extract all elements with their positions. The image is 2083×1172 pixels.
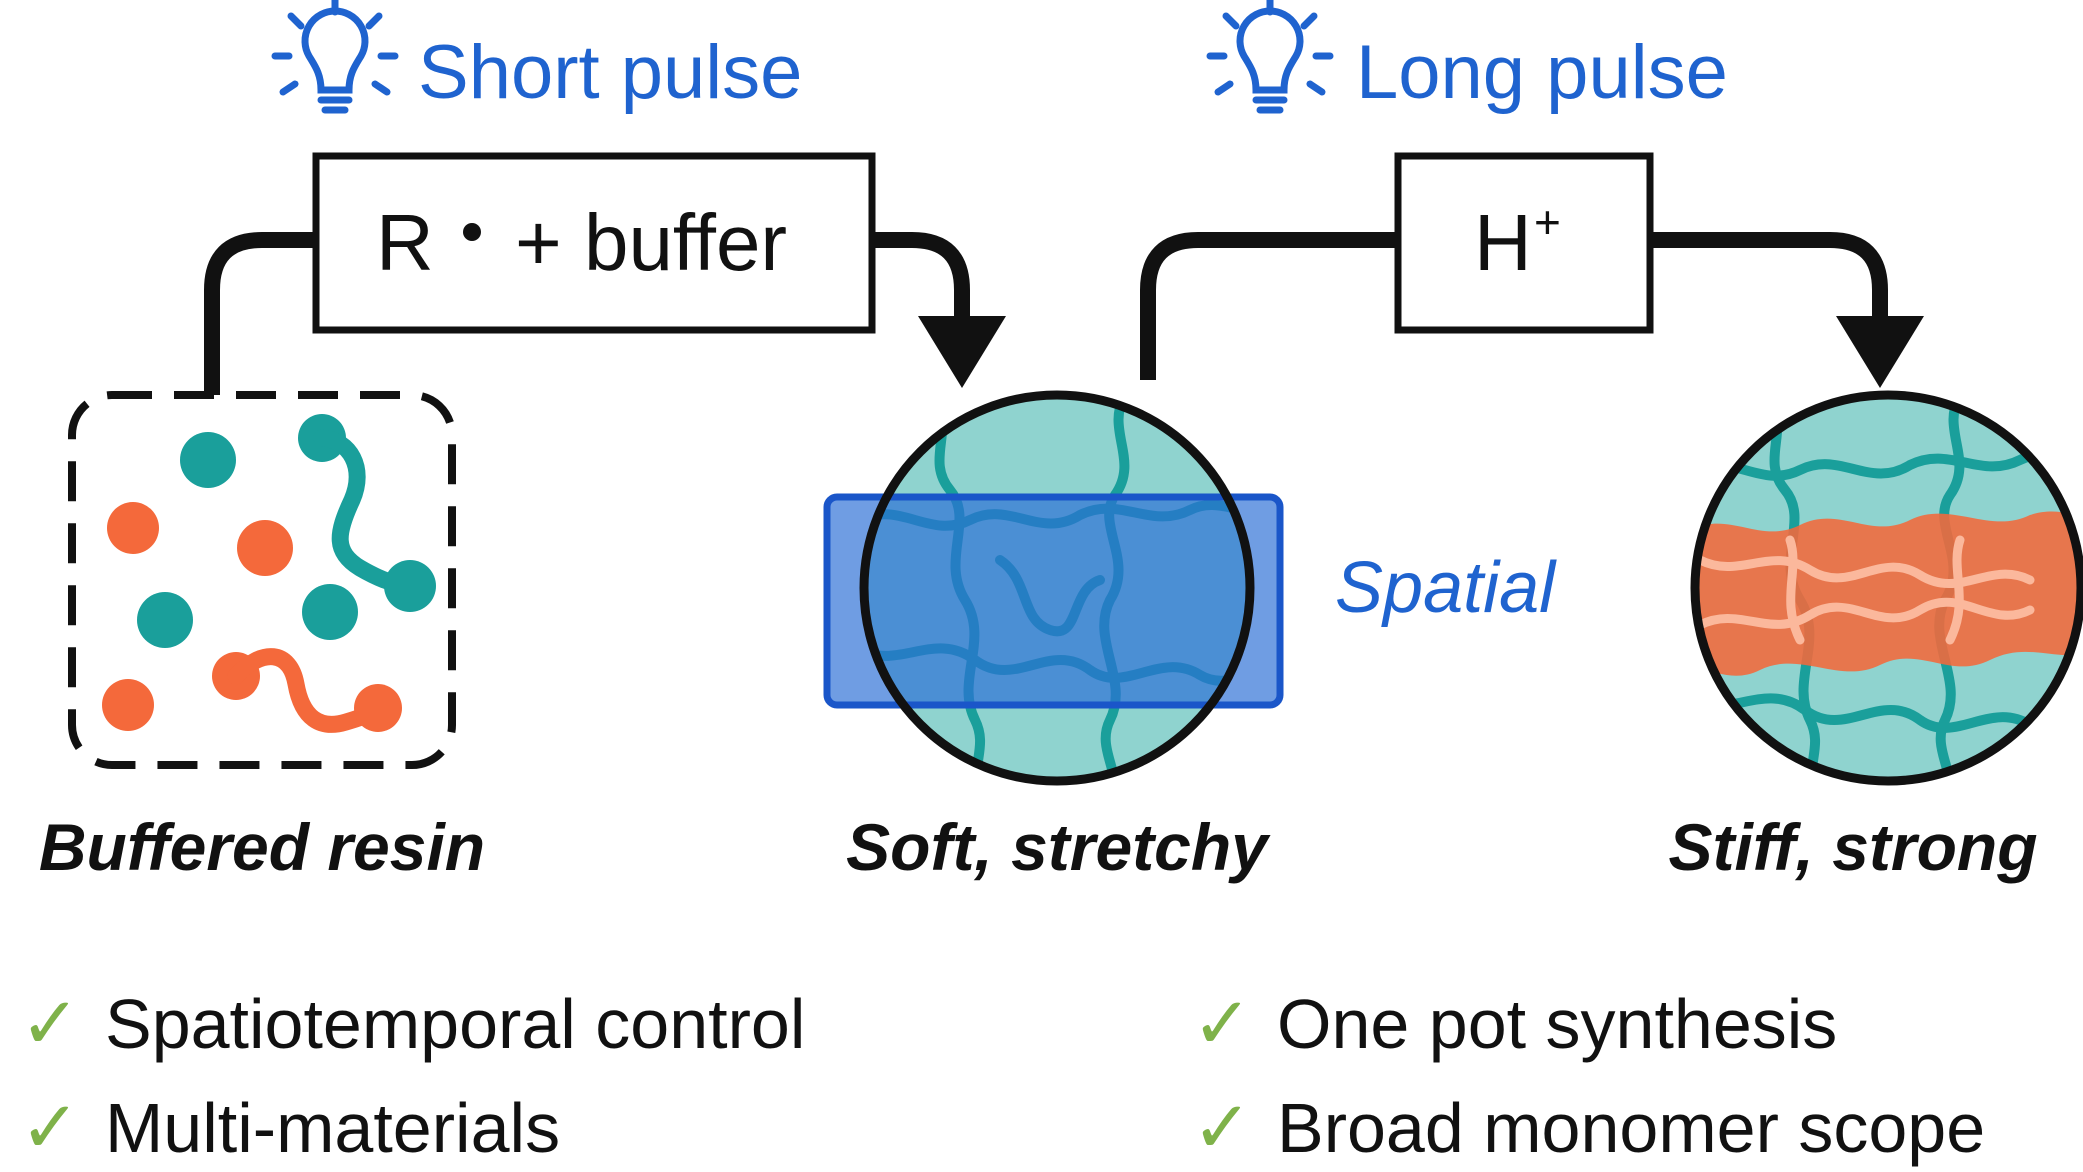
short-pulse-label: Short pulse — [418, 30, 802, 115]
feature-multi-materials: Multi-materials — [105, 1089, 560, 1167]
radical-buffer-box — [312, 152, 876, 334]
long-pulse-label: Long pulse — [1356, 30, 1728, 115]
check-icon: ✓ — [1192, 981, 1252, 1065]
check-icon: ✓ — [1192, 1085, 1252, 1169]
stiff-band — [1695, 511, 2081, 676]
stiff-network-sphere — [1690, 390, 2083, 786]
spatial-highlight — [823, 493, 1284, 709]
feature-spatiotemporal: Spatiotemporal control — [105, 985, 805, 1063]
lightbulb-icon — [1206, 0, 1334, 114]
soft-stretchy-label: Soft, stretchy — [846, 810, 1271, 884]
buffered-resin-label: Buffered resin — [39, 810, 485, 884]
buffered-resin-box — [68, 391, 456, 769]
long-pulse-arrow — [1140, 232, 1888, 380]
feature-one-pot: One pot synthesis — [1277, 985, 1837, 1063]
stiff-strong-label: Stiff, strong — [1668, 810, 2037, 884]
proton-charge: + — [1534, 196, 1561, 248]
proton-box — [1394, 152, 1654, 334]
proton-symbol: H — [1474, 198, 1532, 287]
arrowhead — [1836, 316, 1924, 388]
soft-network-outline — [859, 390, 1255, 786]
arrowhead — [918, 316, 1006, 388]
check-icon: ✓ — [20, 981, 80, 1065]
feature-monomer-scope: Broad monomer scope — [1277, 1089, 1985, 1167]
spatial-label: Spatial — [1335, 548, 1557, 628]
short-pulse-arrow — [204, 232, 970, 395]
resin-contents — [102, 414, 436, 733]
check-icon: ✓ — [20, 1085, 80, 1169]
buffer-label: + buffer — [515, 198, 787, 287]
lightbulb-icon — [271, 0, 399, 114]
radical-symbol: R — [376, 198, 434, 287]
radical-dot — [463, 223, 481, 241]
